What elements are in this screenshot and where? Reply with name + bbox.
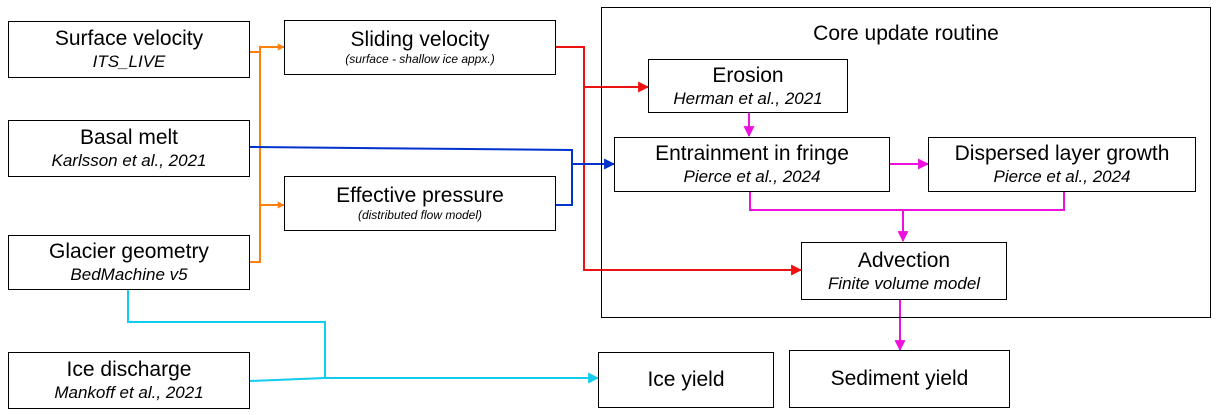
blue-connectors bbox=[249, 146, 616, 206]
dispersed-layer-growth-source: Pierce et al., 2024 bbox=[993, 167, 1131, 186]
ice-yield-node[interactable]: Ice yield bbox=[598, 352, 774, 408]
basal-melt-title: Basal melt bbox=[79, 126, 179, 149]
surface-velocity-title: Surface velocity bbox=[54, 27, 204, 50]
surface-velocity-node[interactable]: Surface velocity ITS_LIVE bbox=[8, 21, 250, 78]
sliding-velocity-note: (surface - shallow ice appx.) bbox=[345, 52, 495, 66]
advection-method: Finite volume model bbox=[827, 273, 981, 293]
ice-discharge-title: Ice discharge bbox=[66, 358, 192, 381]
erosion-source: Herman et al., 2021 bbox=[673, 88, 823, 108]
cyan-connectors bbox=[127, 290, 600, 384]
ice-discharge-node[interactable]: Ice discharge Mankoff et al., 2021 bbox=[8, 352, 250, 409]
connector-glacier-geometry-to-ice-yield bbox=[127, 290, 326, 378]
glacier-geometry-title: Glacier geometry bbox=[49, 240, 209, 263]
core-update-routine-title: Core update routine bbox=[813, 22, 999, 45]
sediment-yield-title: Sediment yield bbox=[830, 367, 969, 390]
advection-node[interactable]: Advection Finite volume model bbox=[801, 242, 1007, 300]
orange-connectors bbox=[250, 43, 285, 263]
advection-title: Advection bbox=[857, 248, 951, 272]
ice-yield-title: Ice yield bbox=[647, 368, 725, 391]
effective-pressure-note: (distributed flow model) bbox=[357, 208, 483, 222]
connector-ice-discharge-to-ice-yield bbox=[249, 372, 600, 384]
magenta-connectors bbox=[743, 113, 1065, 352]
glacier-geometry-source: BedMachine v5 bbox=[70, 265, 188, 284]
entrainment-node[interactable]: Entrainment in fringe Pierce et al., 202… bbox=[614, 137, 890, 192]
connector-glacier-geometry-to-orange-bus bbox=[250, 47, 261, 263]
effective-pressure-node[interactable]: Effective pressure (distributed flow mod… bbox=[284, 176, 556, 231]
entrainment-title: Entrainment in fringe bbox=[655, 142, 849, 165]
connector-basal-melt-to-entrainment bbox=[249, 146, 616, 170]
dispersed-layer-growth-title: Dispersed layer growth bbox=[954, 142, 1170, 165]
sliding-velocity-title: Sliding velocity bbox=[350, 28, 490, 51]
basal-melt-node[interactable]: Basal melt Karlsson et al., 2021 bbox=[8, 120, 250, 177]
effective-pressure-title: Effective pressure bbox=[336, 184, 504, 207]
ice-discharge-source: Mankoff et al., 2021 bbox=[54, 383, 204, 402]
basal-melt-source: Karlsson et al., 2021 bbox=[51, 151, 207, 170]
erosion-node[interactable]: Erosion Herman et al., 2021 bbox=[648, 59, 848, 113]
entrainment-source: Pierce et al., 2024 bbox=[683, 167, 821, 186]
surface-velocity-source: ITS_LIVE bbox=[92, 52, 166, 71]
connector-effective-pressure-to-entrainment bbox=[556, 164, 573, 206]
glacier-geometry-node[interactable]: Glacier geometry BedMachine v5 bbox=[8, 235, 250, 290]
connector-surface-velocity-to-sliding-velocity bbox=[250, 43, 285, 53]
sediment-yield-node[interactable]: Sediment yield bbox=[789, 350, 1010, 408]
erosion-title: Erosion bbox=[712, 63, 784, 87]
red-connectors bbox=[556, 46, 803, 276]
core-update-routine-container: Core update routine bbox=[601, 7, 1211, 318]
dispersed-layer-growth-node[interactable]: Dispersed layer growth Pierce et al., 20… bbox=[928, 137, 1196, 192]
connector-sliding-velocity-to-erosion bbox=[556, 46, 650, 93]
connector-sliding-velocity-to-advection bbox=[583, 87, 803, 276]
connector-dispersed-to-advection bbox=[903, 192, 1065, 211]
sliding-velocity-node[interactable]: Sliding velocity (surface - shallow ice … bbox=[284, 20, 556, 75]
connector-entrainment-to-advection bbox=[749, 192, 903, 211]
